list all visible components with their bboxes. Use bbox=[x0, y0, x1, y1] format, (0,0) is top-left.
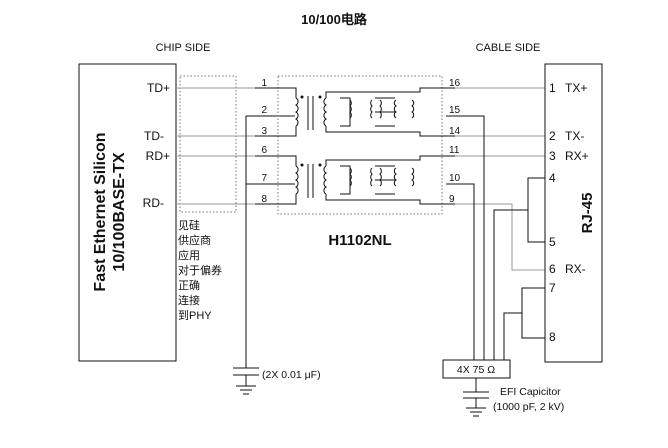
rj45-box bbox=[544, 63, 603, 363]
trace-rx-minus-cable bbox=[455, 203, 545, 271]
transformer-channel-rx bbox=[255, 155, 455, 205]
chip-box bbox=[78, 63, 177, 362]
xfmr-pin-6: 6 bbox=[261, 145, 267, 156]
rj45-pin-8: 8 bbox=[549, 330, 556, 344]
efi-capacitor bbox=[463, 378, 489, 417]
chip-signal-rd-plus: RD+ bbox=[146, 149, 170, 163]
xfmr-pin-11: 11 bbox=[449, 145, 460, 156]
xfmr-pin-2: 2 bbox=[261, 105, 267, 116]
chip-cap-label: (2X 0.01 μF) bbox=[262, 369, 321, 381]
rj45-pin-7: 7 bbox=[549, 281, 556, 295]
note-line-1: 见硅 bbox=[178, 219, 200, 232]
trace-pin15-center-tap bbox=[446, 115, 485, 360]
decoupling-capacitor bbox=[233, 367, 259, 395]
diagram-title: 10/100电路 bbox=[301, 12, 368, 27]
trace-center-tap bbox=[245, 115, 295, 368]
rj45-pin-6: 6 bbox=[549, 262, 556, 276]
xfmr-pin-15: 15 bbox=[449, 105, 461, 116]
xfmr-pin-16: 16 bbox=[449, 78, 461, 89]
phy-termination-region bbox=[179, 75, 237, 213]
rj45-pin-5: 5 bbox=[549, 235, 556, 249]
rj45-pin-1-signal: TX+ bbox=[565, 81, 587, 95]
note-line-6: 连接 bbox=[178, 294, 200, 307]
rj45-pin-2: 2 bbox=[549, 129, 556, 143]
transformer-channel-tx bbox=[255, 87, 455, 137]
note-line-2: 供应商 bbox=[178, 233, 211, 247]
efi-label-line2: (1000 pF, 2 kV) bbox=[493, 401, 564, 413]
chip-signal-td-plus: TD+ bbox=[147, 81, 170, 95]
note-line-3: 应用 bbox=[178, 248, 200, 262]
xfmr-pin-7: 7 bbox=[261, 173, 267, 184]
trace-pins-4-5 bbox=[493, 177, 545, 360]
xfmr-pin-14: 14 bbox=[449, 126, 461, 137]
rj45-pin-3-signal: RX+ bbox=[565, 149, 589, 163]
xfmr-pin-8: 8 bbox=[261, 194, 267, 205]
chip-signal-rd-minus: RD- bbox=[143, 196, 164, 210]
rj45-pin-6-signal: RX- bbox=[565, 262, 586, 276]
xfmr-pin-1: 1 bbox=[261, 78, 267, 89]
efi-label-line1: EFI Capicitor bbox=[500, 386, 561, 398]
chip-label-line2: 10/100BASE-TX bbox=[111, 152, 128, 271]
note-line-4: 对于偏券 bbox=[178, 263, 222, 277]
resistor-label: 4X 75 Ω bbox=[457, 364, 495, 376]
rj45-label: RJ-45 bbox=[579, 193, 596, 234]
trace-pin10-center-tap bbox=[446, 183, 475, 360]
chip-label-line1: Fast Ethernet Silicon bbox=[92, 132, 109, 291]
chip-side-label: CHIP SIDE bbox=[156, 42, 211, 54]
trace-pins-7-8 bbox=[503, 287, 545, 360]
cable-side-label: CABLE SIDE bbox=[476, 42, 541, 54]
rj45-pin-2-signal: TX- bbox=[565, 129, 584, 143]
transformer-package bbox=[277, 75, 443, 215]
rj45-pin-4: 4 bbox=[549, 171, 556, 185]
rj45-pin-1: 1 bbox=[549, 81, 556, 95]
rj45-pin-3: 3 bbox=[549, 149, 556, 163]
xfmr-pin-3: 3 bbox=[261, 126, 267, 137]
transformer-label: H1102NL bbox=[328, 232, 391, 249]
chip-signal-td-minus: TD- bbox=[144, 129, 164, 143]
note-line-5: 正确 bbox=[178, 279, 200, 292]
xfmr-pin-10: 10 bbox=[449, 173, 461, 184]
note-line-7: 到PHY bbox=[178, 309, 212, 322]
xfmr-pin-9: 9 bbox=[449, 194, 455, 205]
